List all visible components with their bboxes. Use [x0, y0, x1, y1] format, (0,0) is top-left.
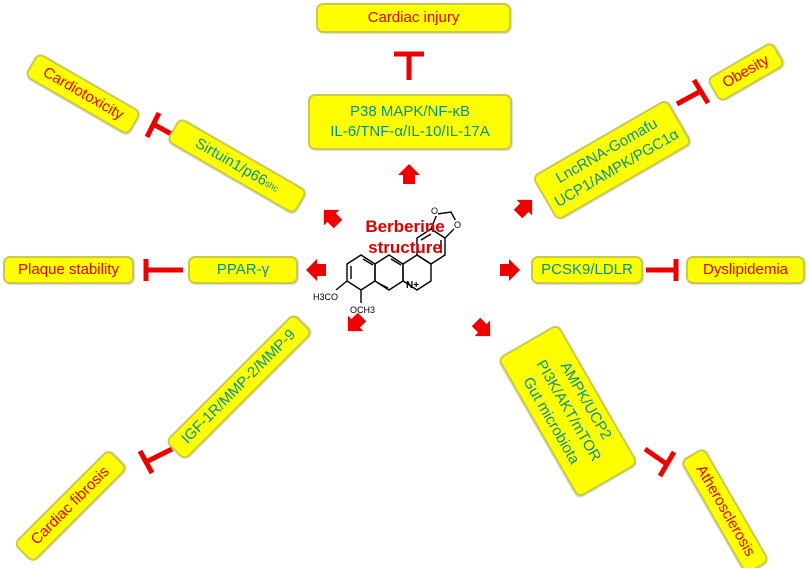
pathway-p38-line1: P38 MAPK/NF-κB: [349, 103, 471, 120]
methoxy-left-label: H3CO: [313, 292, 339, 302]
methoxy-bottom-label: OCH3: [350, 305, 376, 315]
pathway-pcsk9-box: PCSK9/LDLR: [531, 256, 643, 284]
outcome-dyslipidemia: Dyslipidemia: [686, 256, 805, 284]
inhibit-cardiac-injury: [394, 51, 424, 80]
center-title-line2: structure: [368, 238, 442, 257]
berberine-structure: [335, 211, 459, 303]
inhibit-cardiac-fibrosis: [137, 446, 174, 475]
pathway-p38-box: P38 MAPK/NF-κB IL-6/TNF-α/IL-10/IL-17A: [308, 94, 512, 150]
arrow-to-lncrna: [513, 199, 533, 219]
inhibit-plaque-stability: [143, 259, 183, 281]
pathway-sirtuin-sup: shc: [263, 178, 281, 194]
arrow-to-ampk: [471, 317, 491, 337]
pathway-p38-line2: IL-6/TNF-α/IL-10/IL-17A: [330, 123, 490, 140]
oxygen-label-2: O: [454, 220, 462, 230]
inhibit-atherosclerosis: [643, 446, 677, 478]
outcome-cardiac-injury: Cardiac injury: [316, 3, 511, 33]
outcome-plaque-stability: Plaque stability: [3, 256, 134, 284]
inhibit-dyslipidemia: [646, 259, 679, 281]
arrow-to-pcsk9: [500, 259, 520, 281]
arrow-to-sirtuin: [323, 209, 343, 229]
arrow-to-ppar: [306, 259, 326, 281]
pathway-ppar-box: PPAR-γ: [188, 256, 298, 284]
nitrogen-charge-label: N+: [406, 280, 420, 291]
arrow-to-p38: [398, 164, 420, 184]
center-title: Berberine structure: [356, 216, 454, 258]
inhibit-obesity: [675, 78, 711, 107]
arrow-to-igf: [347, 312, 367, 332]
oxygen-label-1: O: [431, 206, 439, 216]
center-title-line1: Berberine: [365, 217, 445, 236]
